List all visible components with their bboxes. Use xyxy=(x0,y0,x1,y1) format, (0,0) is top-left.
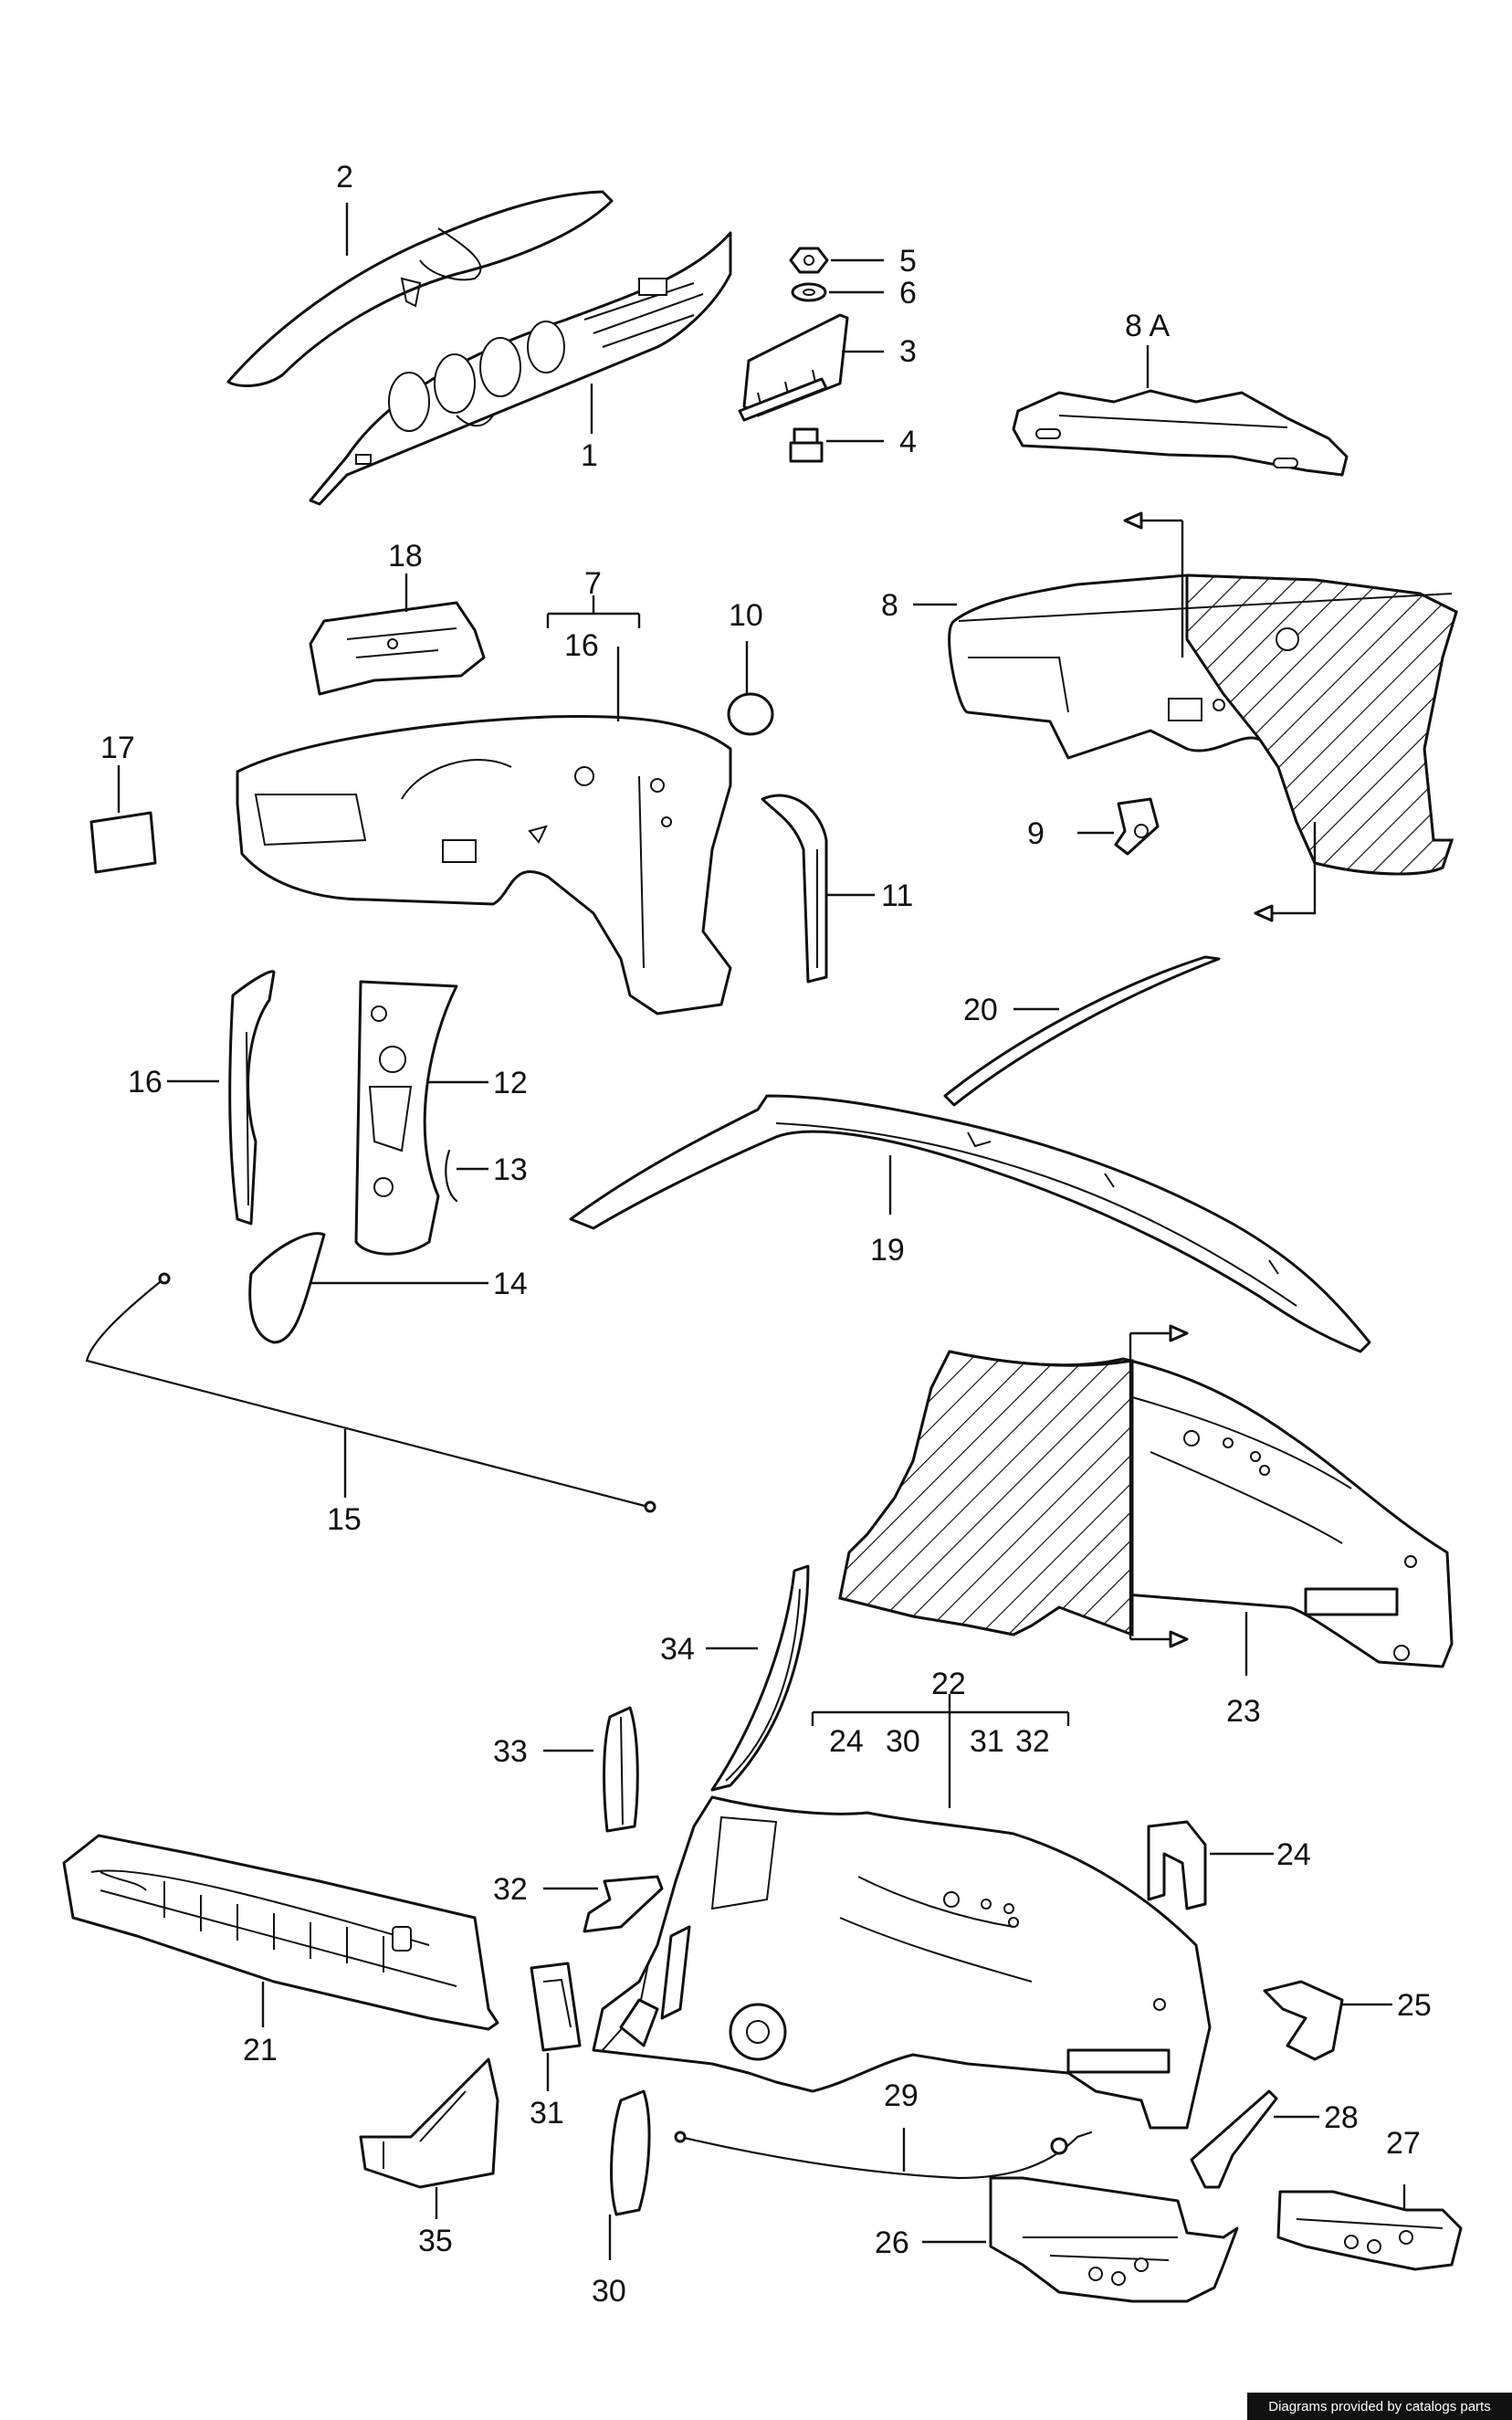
label-12: 12 xyxy=(493,1066,528,1100)
part-26-bracket xyxy=(989,2176,1239,2303)
label-31-group: 31 xyxy=(970,1724,1004,1759)
label-23: 23 xyxy=(1226,1694,1261,1729)
label-30: 30 xyxy=(592,2274,626,2309)
part-5-nut xyxy=(789,247,829,274)
label-7: 7 xyxy=(584,566,602,601)
label-24: 24 xyxy=(1276,1837,1311,1872)
label-31: 31 xyxy=(530,2096,564,2131)
label-22: 22 xyxy=(931,1667,966,1701)
label-2: 2 xyxy=(336,160,353,195)
label-35: 35 xyxy=(418,2224,453,2258)
part-27-bracket xyxy=(1276,2190,1463,2271)
part-34-strip xyxy=(710,1564,810,1792)
label-3: 3 xyxy=(899,334,917,369)
label-27: 27 xyxy=(1386,2126,1421,2161)
credit-badge: Diagrams provided by catalogs parts xyxy=(1247,2393,1512,2420)
label-8a: 8 A xyxy=(1125,309,1170,343)
label-5: 5 xyxy=(899,244,917,279)
part-24-bracket xyxy=(1147,1820,1207,1910)
part-35-bracket xyxy=(359,2057,499,2189)
part-22-quarter-panel xyxy=(592,1795,1212,2130)
part-9-clip xyxy=(1114,797,1160,856)
label-24-group: 24 xyxy=(829,1724,864,1759)
label-10: 10 xyxy=(729,598,763,633)
part-28-bracket xyxy=(1190,2089,1278,2189)
label-18: 18 xyxy=(388,539,423,573)
label-14: 14 xyxy=(493,1267,528,1301)
label-19: 19 xyxy=(870,1233,905,1268)
label-34: 34 xyxy=(660,1632,695,1667)
part-30-trim-piece xyxy=(610,2089,651,2216)
part-3-bracket xyxy=(738,313,849,422)
part-20-trim xyxy=(943,955,1221,1107)
part-21-sill xyxy=(62,1834,499,2031)
label-20: 20 xyxy=(963,993,998,1027)
part-29-cable xyxy=(674,2131,1093,2180)
label-30-group: 30 xyxy=(886,1724,920,1759)
part-23-quarter-panel xyxy=(838,1350,1454,1668)
label-11: 11 xyxy=(881,879,913,913)
label-16-top: 16 xyxy=(564,628,599,663)
part-32-clip xyxy=(583,1875,664,1933)
part-18-panel xyxy=(309,601,486,696)
label-6: 6 xyxy=(899,276,917,310)
part-17-cover xyxy=(89,811,157,874)
part-33-trim-piece xyxy=(603,1706,639,1833)
label-21: 21 xyxy=(243,2033,278,2068)
part-6-washer xyxy=(791,282,827,302)
part-12-pillar xyxy=(354,980,458,1256)
part-4-bolt xyxy=(789,427,824,463)
part-13-seal xyxy=(445,1149,458,1203)
label-15: 15 xyxy=(327,1502,362,1537)
part-15-rod xyxy=(85,1272,656,1513)
label-4: 4 xyxy=(899,425,917,459)
part-7-inner-fender xyxy=(236,714,732,1015)
label-17: 17 xyxy=(100,731,135,765)
part-11-strip xyxy=(761,794,828,984)
label-33: 33 xyxy=(493,1734,528,1769)
part-19-roof-rail xyxy=(569,1094,1371,1353)
part-10-plug xyxy=(727,692,774,736)
label-9: 9 xyxy=(1027,816,1045,851)
part-8a-crossmember xyxy=(1012,389,1349,477)
label-29: 29 xyxy=(884,2078,919,2113)
part-25-bracket xyxy=(1263,1980,1344,2061)
label-28: 28 xyxy=(1324,2100,1359,2135)
part-8-front-inner-fender xyxy=(948,573,1458,876)
part-2-dash-cover xyxy=(226,190,614,387)
label-26: 26 xyxy=(875,2225,909,2260)
part-14-cap xyxy=(248,1232,326,1344)
label-32-group: 32 xyxy=(1015,1724,1050,1759)
label-32: 32 xyxy=(493,1872,528,1907)
part-1-dashboard xyxy=(309,231,732,506)
label-16-left: 16 xyxy=(128,1065,163,1100)
part-31-bracket xyxy=(530,1962,582,2052)
label-1: 1 xyxy=(581,438,598,473)
part-16-reinforcement xyxy=(228,970,276,1226)
label-25: 25 xyxy=(1397,1988,1432,2023)
label-13: 13 xyxy=(493,1152,528,1187)
label-8: 8 xyxy=(881,588,898,623)
